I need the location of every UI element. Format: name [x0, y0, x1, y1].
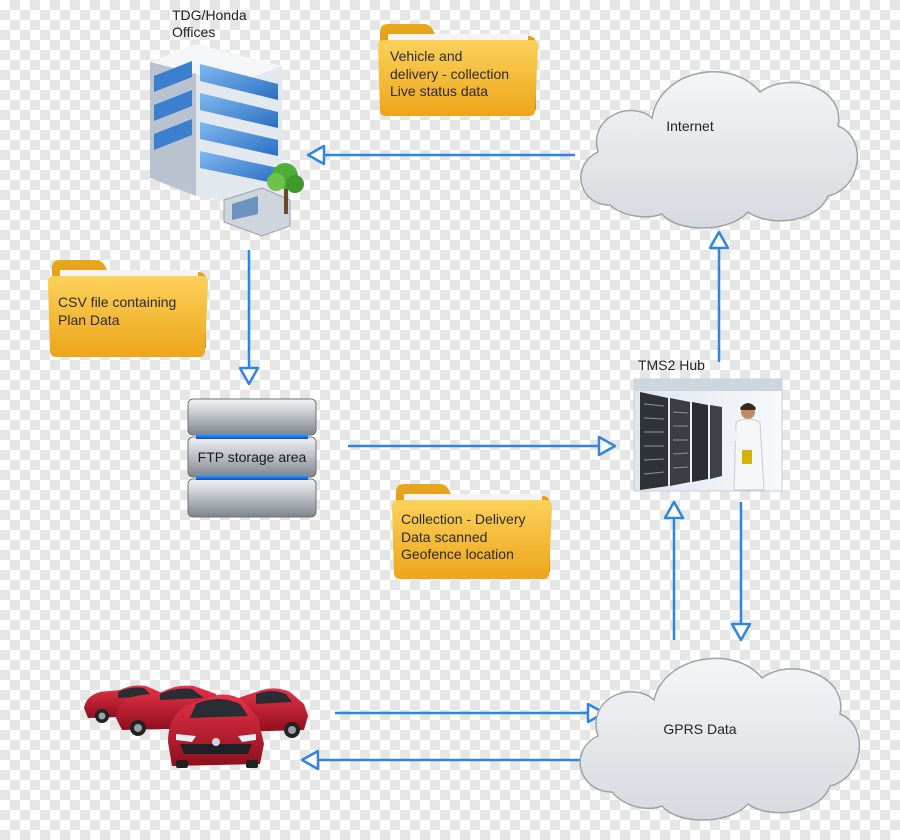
- folder-icon: [378, 24, 538, 116]
- office-building-icon: [150, 44, 304, 237]
- cars-icon: [84, 685, 308, 768]
- gprs-label: GPRS Data: [663, 721, 737, 737]
- folder-icon: [392, 484, 552, 579]
- ftp-label: FTP storage area: [197, 449, 307, 465]
- arrow-vehicles-to-gprs: [335, 702, 606, 724]
- database-icon: [187, 398, 317, 518]
- offices-label: TDG/Honda Offices: [172, 7, 247, 40]
- arrow-hub-to-internet: [708, 230, 730, 362]
- cloud-icon: [580, 70, 859, 229]
- folder-collection-delivery-text: Collection - Delivery Data scanned Geofe…: [401, 511, 526, 562]
- arrow-gprs-to-vehicles: [300, 749, 582, 771]
- arrow-ftp-to-hub: [348, 435, 617, 457]
- folder-icon: [48, 260, 208, 357]
- internet-label: Internet: [666, 118, 714, 134]
- cloud-icon: [579, 657, 861, 821]
- arrow-internet-to-offices: [306, 144, 575, 166]
- arrow-gprs-to-hub: [663, 500, 685, 640]
- arrow-offices-to-ftp: [238, 250, 260, 386]
- tms-hub-label: TMS2 Hub: [638, 357, 705, 373]
- server-room-photo: [633, 378, 783, 492]
- folder-csv-plan-text: CSV file containing Plan Data: [58, 294, 177, 328]
- folder-vehicle-status-text: Vehicle and delivery - collection Live s…: [390, 48, 510, 99]
- arrow-hub-to-gprs: [730, 502, 752, 642]
